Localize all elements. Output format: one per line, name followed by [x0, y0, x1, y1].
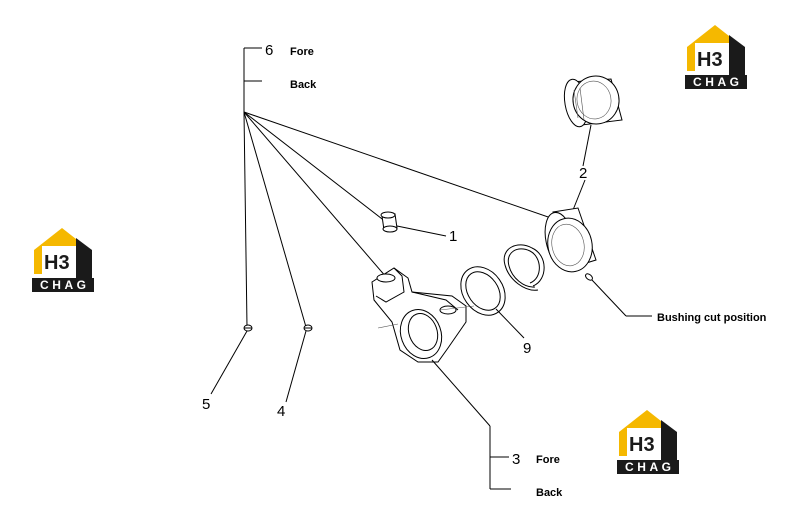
- part-fitting-5: [243, 324, 253, 332]
- callout-bushing-cut: [585, 273, 652, 317]
- part-lever-3: [371, 267, 475, 363]
- logo-mark-text: H3: [629, 434, 655, 456]
- callout-number-2: 2: [579, 165, 587, 182]
- callout-bracket-6: [243, 47, 581, 328]
- part-small-bushing-1: [380, 211, 398, 233]
- label-bushing-cut-position: Bushing cut position: [657, 312, 767, 324]
- label-back-bottom: Back: [536, 487, 563, 499]
- logo-mark-text: H3: [697, 49, 723, 71]
- label-fore-bottom: Fore: [536, 454, 560, 466]
- callout-number-6: 6: [265, 42, 273, 59]
- callout-number-5: 5: [202, 396, 210, 413]
- label-back-top: Back: [290, 79, 317, 91]
- part-bushing-lower: [544, 207, 597, 273]
- brand-logo-bottom-right: H3 CHAG: [617, 410, 679, 474]
- label-fore-top: Fore: [290, 46, 314, 58]
- brand-logo-left: H3 CHAG: [32, 228, 94, 292]
- brand-logo-top-right: H3 CHAG: [685, 25, 747, 89]
- part-thrust-ring-9: [460, 266, 506, 316]
- callout-number-3: 3: [512, 451, 520, 468]
- callout-number-9: 9: [523, 340, 531, 357]
- logo-mark-text: H3: [44, 252, 70, 274]
- part-fitting-4: [303, 324, 313, 332]
- callout-number-1: 1: [449, 228, 457, 245]
- callout-bracket-3: [431, 359, 511, 490]
- part-snap-ring: [503, 244, 545, 291]
- callout-number-4: 4: [277, 403, 285, 420]
- part-bushing-upper: [563, 75, 623, 128]
